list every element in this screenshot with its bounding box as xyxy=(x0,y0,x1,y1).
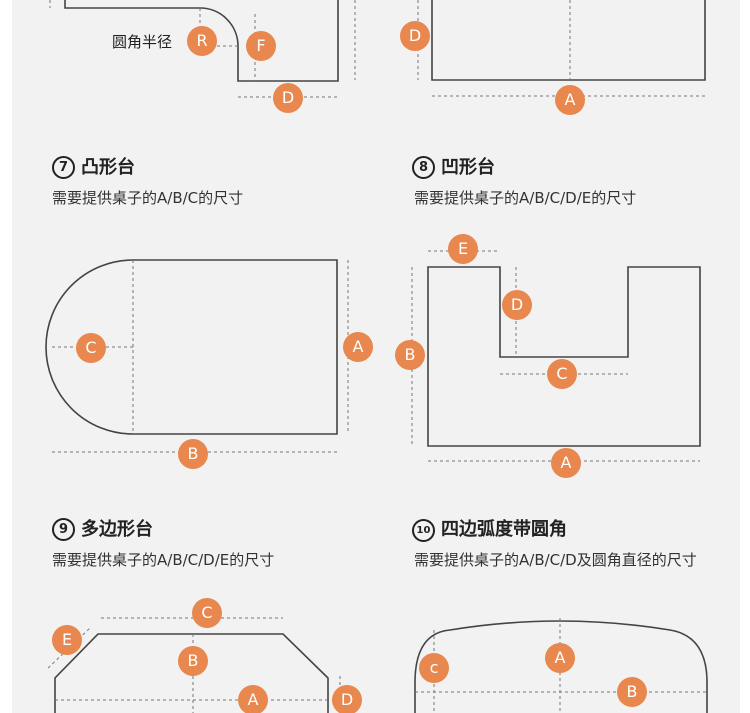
badge-c: C xyxy=(192,598,222,628)
badge-a: A xyxy=(545,643,575,673)
badge-c: C xyxy=(547,359,577,389)
badge-c: c xyxy=(419,653,449,683)
badge-b: B xyxy=(178,646,208,676)
badge-e: E xyxy=(448,234,478,264)
badge-b: B xyxy=(617,677,647,707)
section-8-subtitle: 需要提供桌子的A/B/C/D/E的尺寸 xyxy=(414,189,637,207)
badge-a: A xyxy=(555,85,585,115)
radius-label: 圆角半径 xyxy=(112,33,173,51)
section-10-subtitle: 需要提供桌子的A/B/C/D及圆角直径的尺寸 xyxy=(414,551,697,569)
badge-a: A xyxy=(343,332,373,362)
badge-d: D xyxy=(400,21,430,51)
section-9-subtitle: 需要提供桌子的A/B/C/D/E的尺寸 xyxy=(52,551,275,569)
badge-r: R xyxy=(187,26,217,56)
badge-e: E xyxy=(52,625,82,655)
shape-arc-rounded-table xyxy=(414,620,708,713)
badge-d: D xyxy=(502,290,532,320)
badge-f: F xyxy=(246,31,276,61)
shape-convex-table xyxy=(45,259,338,435)
badge-d: D xyxy=(332,685,362,713)
shape-top-right-rect xyxy=(431,0,706,81)
shape-polygon-table xyxy=(54,633,329,713)
badge-d: D xyxy=(273,83,303,113)
shape-concave-table xyxy=(427,266,701,447)
badge-c: C xyxy=(76,333,106,363)
badge-b: B xyxy=(395,340,425,370)
badge-b: B xyxy=(178,439,208,469)
badge-a: A xyxy=(551,448,581,478)
badge-a: A xyxy=(238,685,268,713)
section-7-subtitle: 需要提供桌子的A/B/C的尺寸 xyxy=(52,189,244,207)
